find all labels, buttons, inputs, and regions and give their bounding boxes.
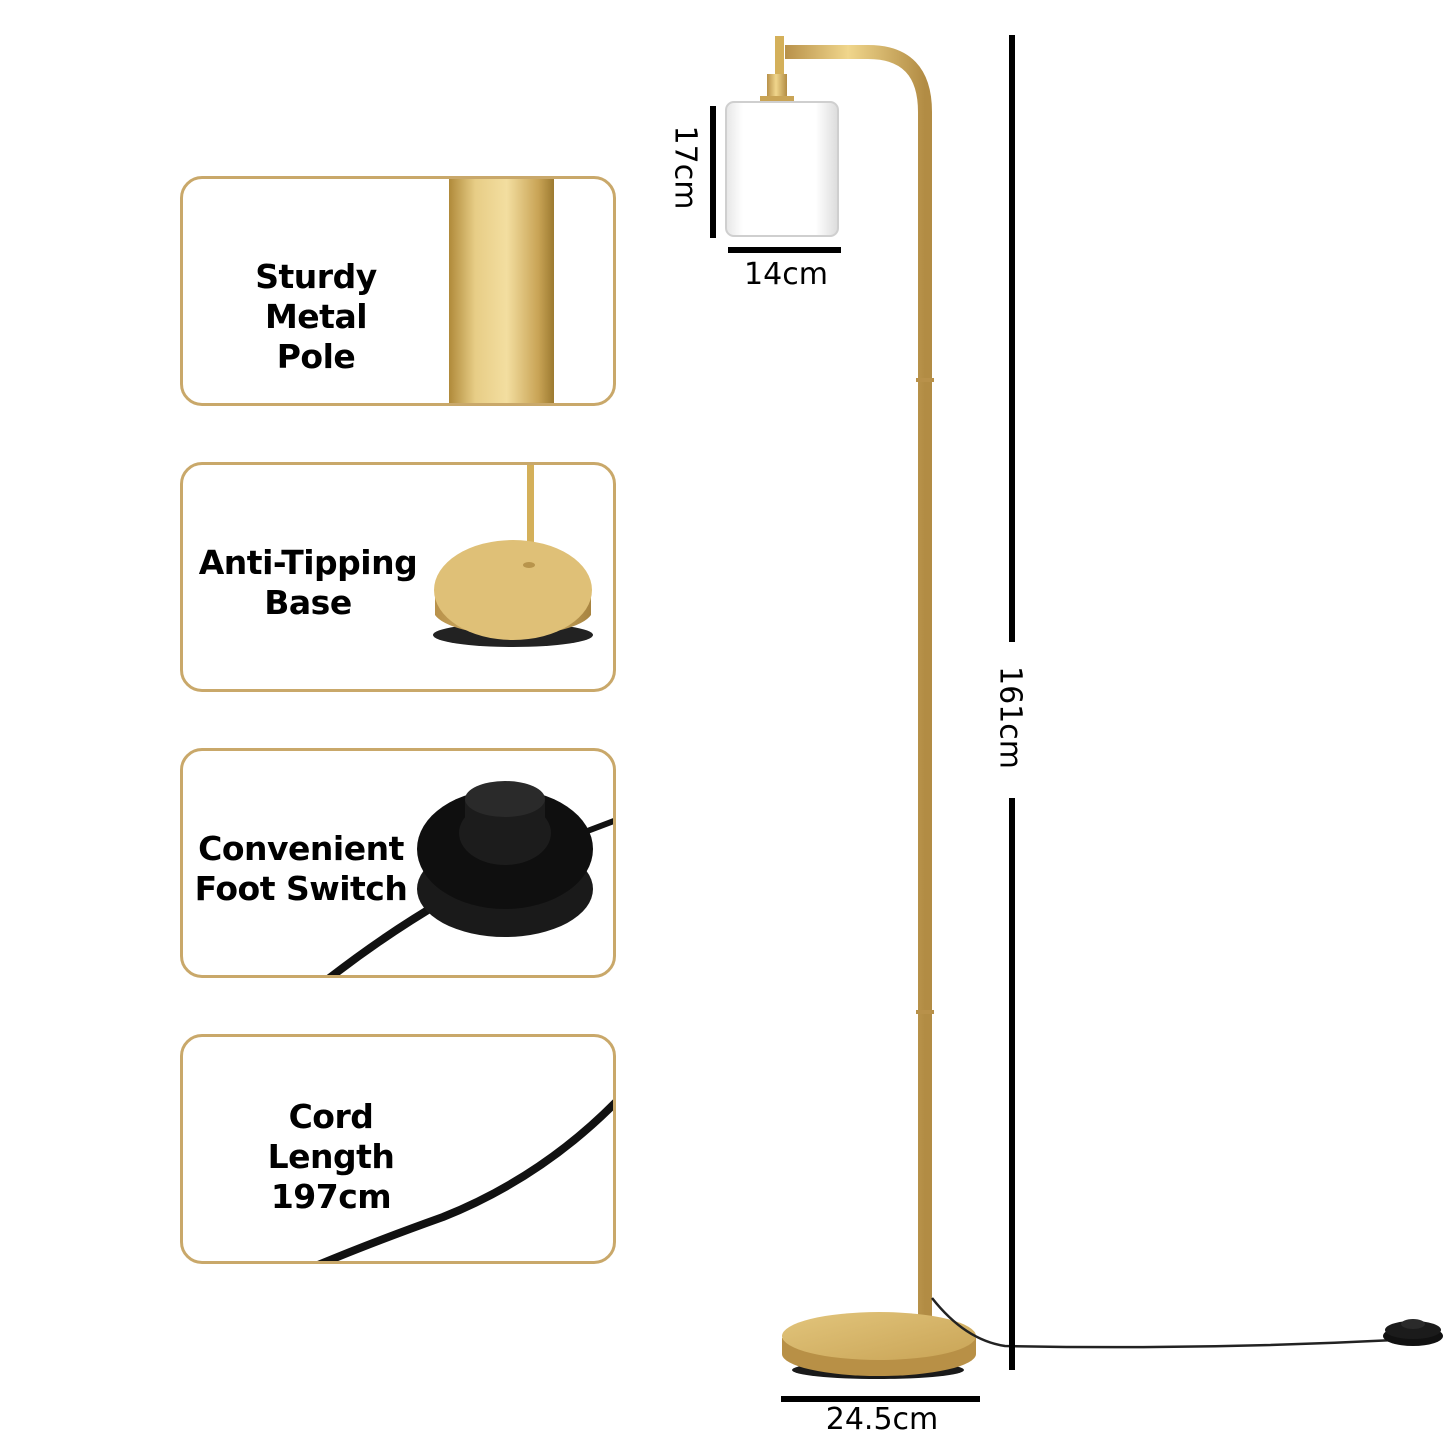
shade-height-line: [710, 106, 716, 238]
round-base-icon: [433, 465, 593, 647]
power-cord-icon: [317, 1099, 613, 1261]
feature-label-line1: Sturdy Metal: [255, 257, 377, 336]
feature-label-line1: Convenient: [198, 829, 404, 868]
base-width-line: [781, 1396, 980, 1402]
feature-label-line1: Cord Length: [267, 1097, 395, 1176]
feature-label: Convenient Foot Switch: [191, 829, 411, 909]
lamp-base: [782, 1312, 976, 1379]
feature-label: Cord Length 197cm: [221, 1097, 441, 1217]
feature-label: Sturdy Metal Pole: [201, 257, 431, 377]
feature-label-line2: Foot Switch: [194, 869, 408, 908]
height-line-top: [1009, 35, 1015, 642]
total-height-label: 161cm: [992, 666, 1028, 769]
feature-label-line1: Anti-Tipping: [198, 543, 418, 582]
shade-height-label: 17cm: [667, 125, 703, 210]
base-width-label: 24.5cm: [825, 1402, 939, 1437]
feature-card-cord-length: Cord Length 197cm: [180, 1034, 616, 1264]
feature-card-metal-pole: Sturdy Metal Pole: [180, 176, 616, 406]
power-cord: [931, 1297, 1396, 1349]
feature-card-foot-switch: Convenient Foot Switch: [180, 748, 616, 978]
shade-width-label: 14cm: [744, 257, 828, 292]
feature-card-anti-tipping-base: Anti-Tipping Base: [180, 462, 616, 692]
foot-switch-icon: [326, 781, 613, 975]
feature-label-line2: Base: [264, 583, 352, 622]
feature-label-line2: 197cm: [270, 1177, 392, 1216]
lamp-shade: [725, 74, 839, 237]
shade-width-line: [728, 247, 841, 253]
height-line-bottom: [1009, 798, 1015, 1370]
feature-label: Anti-Tipping Base: [193, 543, 423, 623]
dimension-lines: [710, 35, 1015, 1402]
metal-pole-icon: [449, 179, 554, 403]
feature-label-line2: Pole: [276, 337, 356, 376]
floor-switch-icon: [1383, 1319, 1443, 1346]
